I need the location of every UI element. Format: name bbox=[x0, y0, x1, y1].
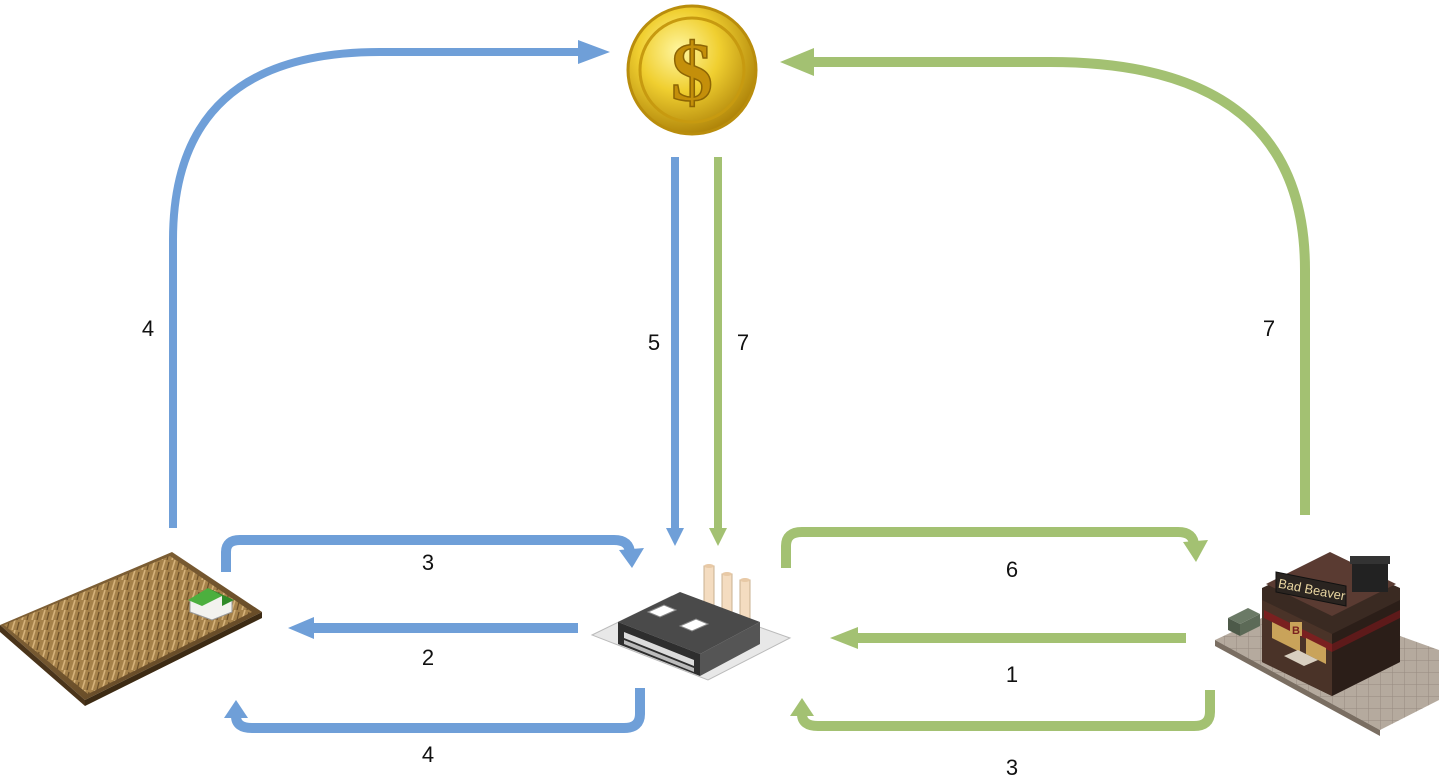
svg-text:B: B bbox=[1292, 625, 1300, 637]
farm-field-icon bbox=[0, 552, 262, 706]
label-factory-to-store: 6 bbox=[1006, 557, 1018, 582]
store-building-icon: Bad Beaver B bbox=[1215, 552, 1439, 736]
dollar-coin-icon: $ bbox=[626, 4, 758, 136]
arrow-money-to-factory-green bbox=[709, 157, 727, 546]
arrow-store-to-factory-lower bbox=[790, 690, 1215, 731]
farmhouse-icon bbox=[188, 588, 234, 621]
label-money-to-factory-blue: 5 bbox=[648, 330, 660, 355]
arrow-factory-to-farm bbox=[288, 617, 578, 639]
arrow-farm-to-factory bbox=[221, 535, 644, 572]
arrow-farm-to-money bbox=[169, 40, 610, 528]
chimney-icons bbox=[703, 564, 751, 625]
arrow-factory-to-farm-lower bbox=[224, 688, 645, 733]
label-store-to-factory-lower: 3 bbox=[1006, 755, 1018, 777]
label-farm-to-factory: 3 bbox=[422, 550, 434, 575]
label-store-to-money: 7 bbox=[1263, 316, 1275, 341]
label-farm-to-money: 4 bbox=[142, 316, 154, 341]
arrow-factory-to-store bbox=[781, 527, 1208, 568]
label-factory-to-farm: 2 bbox=[422, 645, 434, 670]
flow-arrows bbox=[169, 40, 1310, 733]
flow-labels: 4 5 7 7 3 2 4 6 1 3 bbox=[142, 316, 1275, 777]
label-money-to-factory-green: 7 bbox=[737, 330, 749, 355]
arrow-store-to-money bbox=[780, 48, 1310, 515]
label-factory-to-farm-lower: 4 bbox=[422, 742, 434, 767]
factory-icon bbox=[590, 564, 792, 681]
svg-text:$: $ bbox=[671, 26, 713, 119]
arrow-money-to-factory-blue bbox=[666, 157, 684, 546]
label-store-to-factory: 1 bbox=[1006, 662, 1018, 687]
arrow-store-to-factory bbox=[830, 627, 1186, 649]
